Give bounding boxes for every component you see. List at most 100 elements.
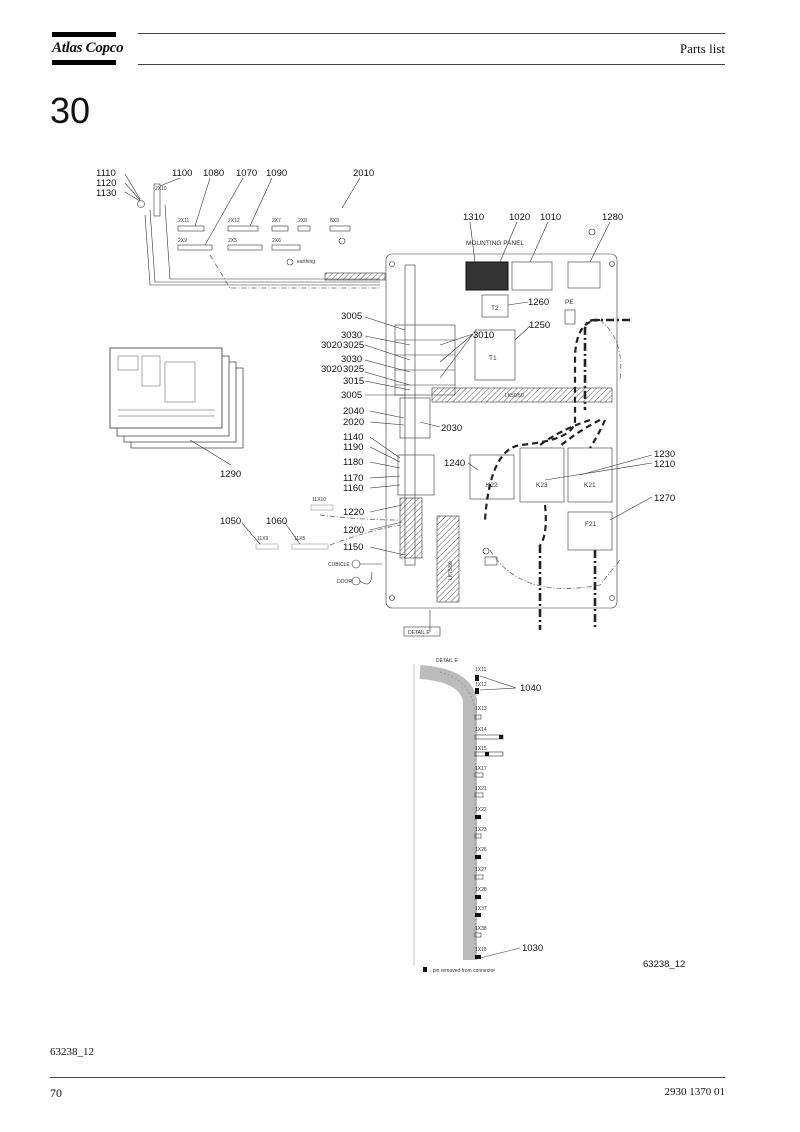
connector-label-2x7: 2X7 (272, 218, 281, 224)
fuse-f21 (567, 511, 613, 551)
door-label: DOOR (337, 579, 352, 585)
connector-label-11x10: 11X10 (312, 497, 326, 503)
k22-label: K22 (486, 482, 498, 489)
callout-1080: 1080 (203, 168, 224, 179)
connector-2x10 (153, 183, 161, 217)
connector-label-11x9: 11X9 (257, 536, 269, 542)
transformer-t2 (481, 294, 509, 318)
callout-1090: 1090 (266, 168, 287, 179)
callout-3025-upper: 3025 (343, 340, 364, 351)
connector-label-2x6: 2X6 (272, 238, 281, 244)
earth-terminal-icon (338, 237, 346, 245)
legend-note: : pin removed from connector (430, 968, 495, 974)
lamp-icon (137, 200, 145, 208)
callout-1280: 1280 (602, 212, 623, 223)
connector-label-2x5: 2X5 (228, 238, 237, 244)
header-bottom-rule (138, 64, 725, 65)
callout-2020: 2020 (343, 417, 364, 428)
k23-label: K23 (536, 482, 548, 489)
connector-11x10 (310, 504, 334, 511)
dc-1x13: 1X13 (475, 706, 487, 712)
callout-1020: 1020 (509, 212, 530, 223)
callout-1030: 1030 (522, 943, 543, 954)
dc-1x11: 1X11 (475, 667, 487, 673)
connector-11x5 (291, 543, 329, 550)
earth-terminal-icon (482, 547, 490, 555)
callout-1140: 1140 (343, 432, 363, 443)
page-number: 70 (50, 1086, 62, 1100)
dc-1x15: 1X15 (475, 746, 487, 752)
relay-module (511, 261, 553, 291)
document-number: 2930 1370 01 (664, 1086, 726, 1098)
logo-text: Atlas Copco (52, 40, 124, 56)
relay-group (394, 324, 456, 396)
figure-reference: 63238_12 (643, 959, 685, 970)
mounting-panel-outline (385, 253, 618, 609)
contactor-k22 (469, 454, 515, 500)
callout-3030-upper: 3030 (341, 330, 362, 341)
callout-1120: 1120 (96, 178, 116, 189)
connector-2x9 (177, 244, 213, 251)
callout-3020-lower: 3020 (321, 364, 342, 375)
footer-rule (50, 1077, 725, 1078)
callout-1100: 1100 (172, 168, 192, 179)
atlas-copco-logo: Atlas Copco (52, 32, 124, 66)
detail-e-callout-label: DETAIL E (408, 630, 430, 636)
callout-1170: 1170 (343, 473, 363, 484)
callout-1230: 1230 (654, 449, 675, 460)
callout-1270: 1270 (654, 493, 675, 504)
callout-labels: 1110 1120 1130 1100 1080 1070 1090 2010 … (96, 168, 675, 954)
detail-e-title: DETAIL E (436, 658, 458, 664)
connector-label-2x10: 2X10 (155, 186, 167, 192)
logo-top-bar (52, 32, 116, 37)
dc-1x12: 1X12 (475, 682, 487, 688)
connector-2x5 (227, 244, 263, 251)
callout-3005-upper: 3005 (341, 311, 362, 322)
cable-sleeve (324, 272, 386, 281)
cubicle-earth-icon (351, 559, 361, 569)
controller-module (465, 261, 509, 291)
power-cable (483, 318, 601, 521)
duct-label-horizontal: LK50/50 (505, 393, 524, 399)
callout-1260: 1260 (528, 297, 549, 308)
callout-1070: 1070 (236, 168, 257, 179)
callout-3010: 3010 (473, 330, 494, 341)
callout-3025-lower: 3025 (343, 364, 364, 375)
connector-11x9 (255, 543, 279, 550)
callout-2040: 2040 (343, 406, 364, 417)
callout-1160: 1160 (343, 483, 363, 494)
callout-1310: 1310 (463, 212, 484, 223)
connector-label-2x8: 2X8 (298, 218, 307, 224)
detail-e-drawing: DETAIL E 1X11 1X12 1X13 1X14 1X15 1X17 1… (413, 658, 504, 974)
callout-3030-lower: 3030 (341, 354, 362, 365)
footer-figure-reference: 63238_12 (50, 1046, 94, 1058)
connector-2x12 (227, 225, 259, 232)
callout-2030: 2030 (441, 423, 462, 434)
cable-duct-horizontal (431, 387, 613, 403)
earthing-label: earthing (297, 259, 315, 265)
dc-1x21: 1X21 (475, 786, 487, 792)
section-number: 30 (50, 90, 91, 131)
connector-2x6 (271, 244, 301, 251)
connector-2x11 (177, 225, 205, 232)
dc-1x26: 1X26 (475, 847, 487, 853)
dc-1x18: 1X18 (475, 947, 487, 953)
callout-3015: 3015 (343, 376, 364, 387)
callout-1050: 1050 (220, 516, 241, 527)
page-title: Parts list (679, 41, 725, 56)
callout-1110: 1110 (96, 168, 116, 179)
callout-1220: 1220 (343, 507, 364, 518)
panel-title: MOUNTING PANEL (466, 240, 524, 247)
callout-1290: 1290 (220, 469, 241, 480)
earth-terminal-icon (588, 228, 596, 236)
callout-3005-lower: 3005 (341, 390, 362, 401)
k21-label: K21 (584, 482, 596, 489)
callout-2010: 2010 (353, 168, 374, 179)
cubicle-label: CUBICLE (328, 562, 350, 568)
dc-1x27: 1X27 (475, 867, 487, 873)
duct-label-vertical: LK75/50 (448, 561, 454, 580)
dc-1x17: 1X17 (475, 766, 487, 772)
dc-1x22: 1X22 (475, 807, 487, 813)
callout-1010: 1010 (540, 212, 561, 223)
